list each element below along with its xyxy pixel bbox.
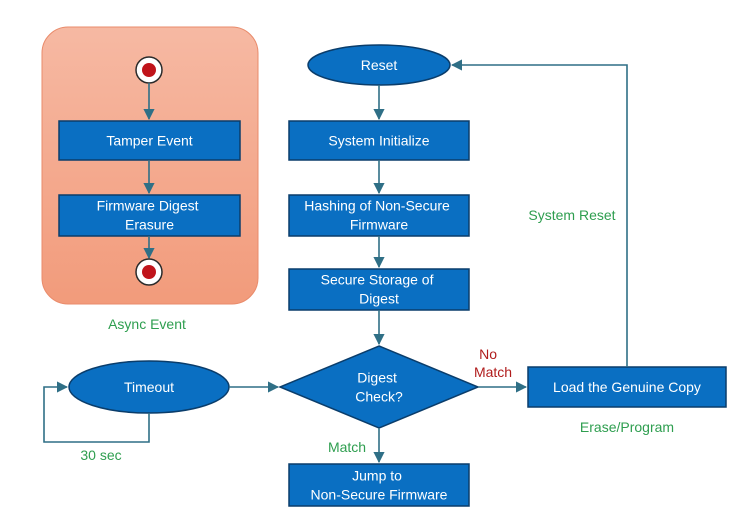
- system-reset-label: System Reset: [528, 207, 615, 223]
- erase-program-label: Erase/Program: [580, 419, 674, 435]
- thirty-sec-label: 30 sec: [80, 447, 121, 463]
- load-genuine-copy-box: [527, 366, 727, 408]
- secure-storage-box: [288, 268, 470, 311]
- reset-label: Reset: [361, 57, 398, 73]
- digest-erasure-label: Firmware Digest Erasure: [97, 198, 203, 233]
- digest-check-label: Digest Check?: [355, 370, 403, 405]
- edge-load-to-reset: [450, 59, 628, 367]
- system-initialize-label: System Initialize: [328, 133, 429, 149]
- async-event-caption: Async Event: [108, 316, 186, 332]
- hashing-label: Hashing of Non-Secure Firmware: [304, 198, 453, 233]
- async-start-terminal: [135, 56, 163, 84]
- edge-timeout-self-loop: [43, 381, 150, 443]
- timeout-label: Timeout: [124, 379, 174, 395]
- hashing-box: [288, 194, 470, 237]
- load-genuine-copy-label: Load the Genuine Copy: [553, 379, 701, 395]
- digest-check-decision: [278, 345, 480, 429]
- async-end-terminal: [135, 258, 163, 286]
- jump-box: [288, 463, 470, 507]
- no-match-label: No Match: [474, 346, 512, 380]
- match-label: Match: [328, 439, 366, 455]
- secure-storage-label: Secure Storage of Digest: [321, 272, 438, 307]
- tamper-event-label: Tamper Event: [106, 133, 192, 149]
- system-initialize-box: [288, 120, 470, 161]
- jump-label: Jump to Non-Secure Firmware: [311, 468, 448, 503]
